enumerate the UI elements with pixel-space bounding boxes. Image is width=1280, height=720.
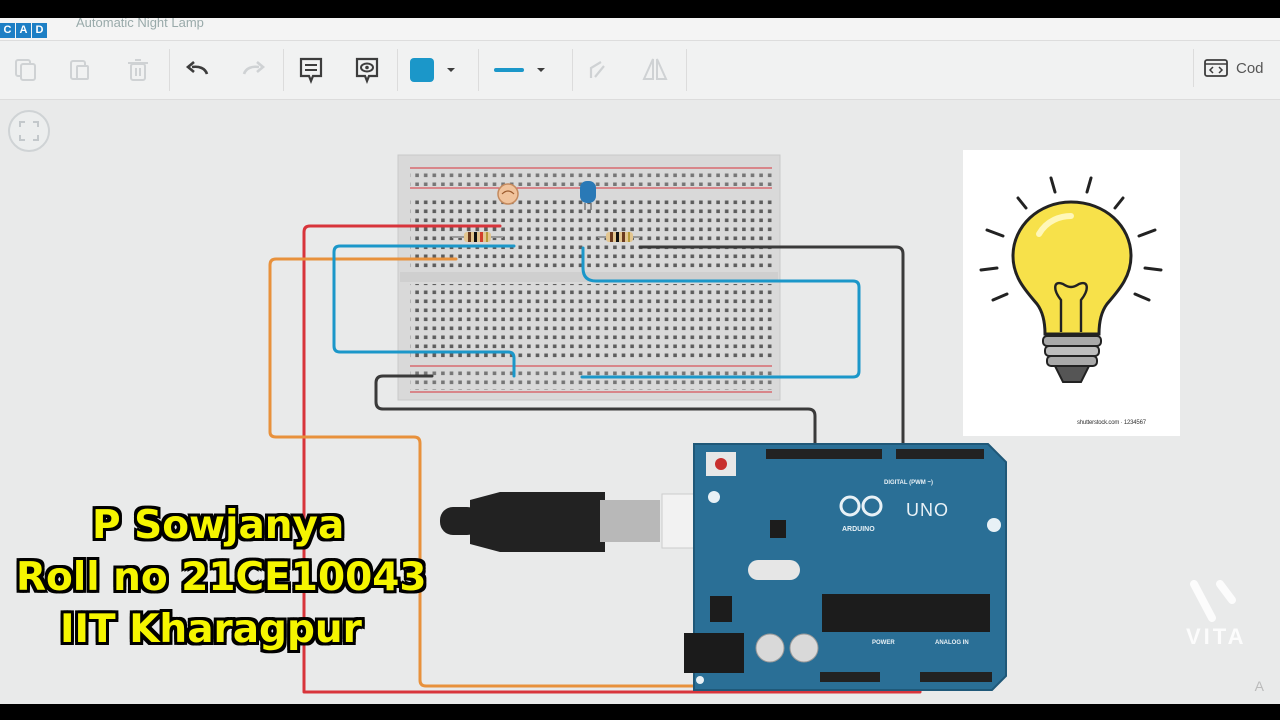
logo-letter-a: A: [16, 23, 31, 38]
tinkercad-screen: C A D Automatic Night Lamp: [0, 18, 1280, 704]
code-button-label: Cod: [1236, 59, 1264, 77]
title-bar: C A D Automatic Night Lamp: [0, 18, 1280, 41]
code-icon: [1204, 59, 1228, 77]
logo-letter-c: C: [0, 23, 15, 38]
light-bulb-image: shutterstock.com · 1234567: [963, 150, 1180, 436]
code-button[interactable]: Cod: [1193, 49, 1280, 87]
toolbar-divider: [397, 49, 398, 91]
arduino-uno-board[interactable]: [684, 443, 1007, 691]
vita-watermark: VITA: [1186, 580, 1246, 650]
wire-orange[interactable]: [268, 257, 864, 688]
flip-button[interactable]: [638, 53, 672, 87]
analog-pins-label: ANALOG IN: [935, 640, 969, 646]
resistor-ldr[interactable]: [452, 232, 503, 242]
light-bulb-icon: [979, 176, 1163, 383]
wire-blue-led[interactable]: [580, 246, 861, 379]
zoom-to-fit-button[interactable]: [8, 110, 50, 152]
copy-button[interactable]: [9, 53, 43, 87]
wire-style-icon: [494, 68, 524, 72]
undo-button[interactable]: [181, 53, 215, 87]
delete-button[interactable]: [121, 53, 155, 87]
image-credit: shutterstock.com · 1234567: [1077, 420, 1146, 426]
wire-red[interactable]: [302, 224, 922, 694]
color-picker[interactable]: [410, 53, 470, 87]
student-name: P Sowjanya: [92, 503, 345, 548]
fit-view-icon: [19, 121, 39, 141]
rotate-icon: [589, 61, 605, 78]
wire-type-picker[interactable]: [494, 53, 560, 87]
toolbar-divider: [169, 49, 170, 91]
notes-visibility-button[interactable]: [350, 53, 384, 87]
paste-button[interactable]: [63, 53, 97, 87]
chevron-down-icon: [537, 68, 545, 72]
vita-watermark-text: VITA: [1186, 624, 1247, 649]
toggle-notes-icon: [355, 57, 379, 84]
toolbar-divider: [478, 49, 479, 91]
copy-icon: [15, 59, 36, 81]
wire-black-gnd[interactable]: [374, 374, 817, 451]
toolbar-divider: [572, 49, 573, 91]
document-title[interactable]: Automatic Night Lamp: [76, 18, 204, 30]
toolbar-divider: [283, 49, 284, 91]
toolbar-divider: [686, 49, 687, 91]
student-caption: P Sowjanya Roll no 21CE10043 IIT Kharagp…: [0, 500, 500, 656]
logo-letter-d: D: [32, 23, 47, 38]
resistor-led[interactable]: [598, 232, 640, 242]
notes-icon: [299, 57, 323, 84]
photoresistor[interactable]: [497, 183, 519, 205]
notes-button[interactable]: [294, 53, 328, 87]
uno-label: UNO: [906, 500, 949, 520]
vita-logo-icon: [1190, 580, 1236, 622]
arduino-brand-label: ARDUINO: [842, 526, 875, 533]
tinkercad-logo[interactable]: C A D: [0, 23, 47, 38]
toolbar: Cod: [0, 41, 1280, 100]
institute-name: IIT Kharagpur: [60, 607, 362, 652]
flip-icon: [642, 58, 668, 80]
delete-icon: [128, 59, 148, 81]
roll-number: Roll no 21CE10043: [16, 555, 427, 600]
digital-pins-label: DIGITAL (PWM ~): [884, 480, 933, 486]
circuit-canvas[interactable]: [0, 18, 1280, 704]
chevron-down-icon: [447, 68, 455, 72]
redo-button[interactable]: [236, 53, 270, 87]
led[interactable]: [580, 181, 596, 210]
wire-blue-ldr[interactable]: [332, 244, 516, 378]
corner-mark: A: [1254, 678, 1264, 694]
paste-icon: [70, 60, 89, 80]
undo-icon: [185, 61, 209, 75]
rotate-button[interactable]: [580, 53, 614, 87]
wire-black-led[interactable]: [638, 245, 905, 451]
color-swatch: [410, 58, 434, 82]
redo-icon: [242, 61, 266, 75]
power-pins-label: POWER: [872, 640, 895, 646]
